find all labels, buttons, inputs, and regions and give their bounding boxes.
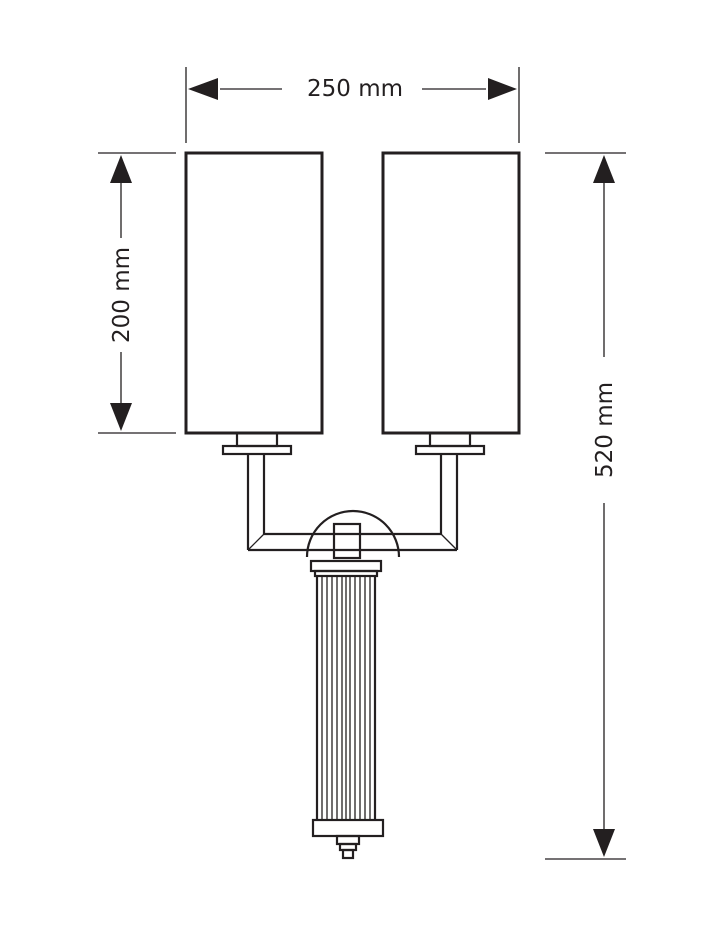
total-height-label: 520 mm — [592, 382, 618, 478]
total-arrow-bottom — [593, 503, 615, 857]
column-top-cap — [309, 559, 383, 573]
width-label: 250 mm — [307, 76, 403, 102]
shade-height-label: 200 mm — [109, 247, 135, 343]
shade-height-dimension: 200 mm — [98, 152, 176, 434]
shade-arrow-bottom — [110, 352, 132, 431]
fluted-column — [309, 559, 385, 838]
right-socket — [414, 431, 486, 456]
column-bottom-cap — [311, 818, 385, 838]
wall-backplate — [305, 509, 401, 558]
bottom-finial — [335, 834, 361, 860]
width-arrow-right — [422, 78, 517, 100]
width-arrow-left — [188, 78, 282, 100]
left-lamp-shade — [184, 151, 324, 435]
arm-assembly — [246, 454, 459, 552]
arm-hub — [332, 522, 362, 560]
left-socket — [221, 431, 293, 456]
shade-arrow-top — [110, 155, 132, 238]
total-height-dimension: 520 mm — [545, 152, 626, 860]
width-dimension: 250 mm — [185, 67, 520, 143]
right-lamp-shade — [381, 151, 521, 435]
total-arrow-top — [593, 155, 615, 357]
